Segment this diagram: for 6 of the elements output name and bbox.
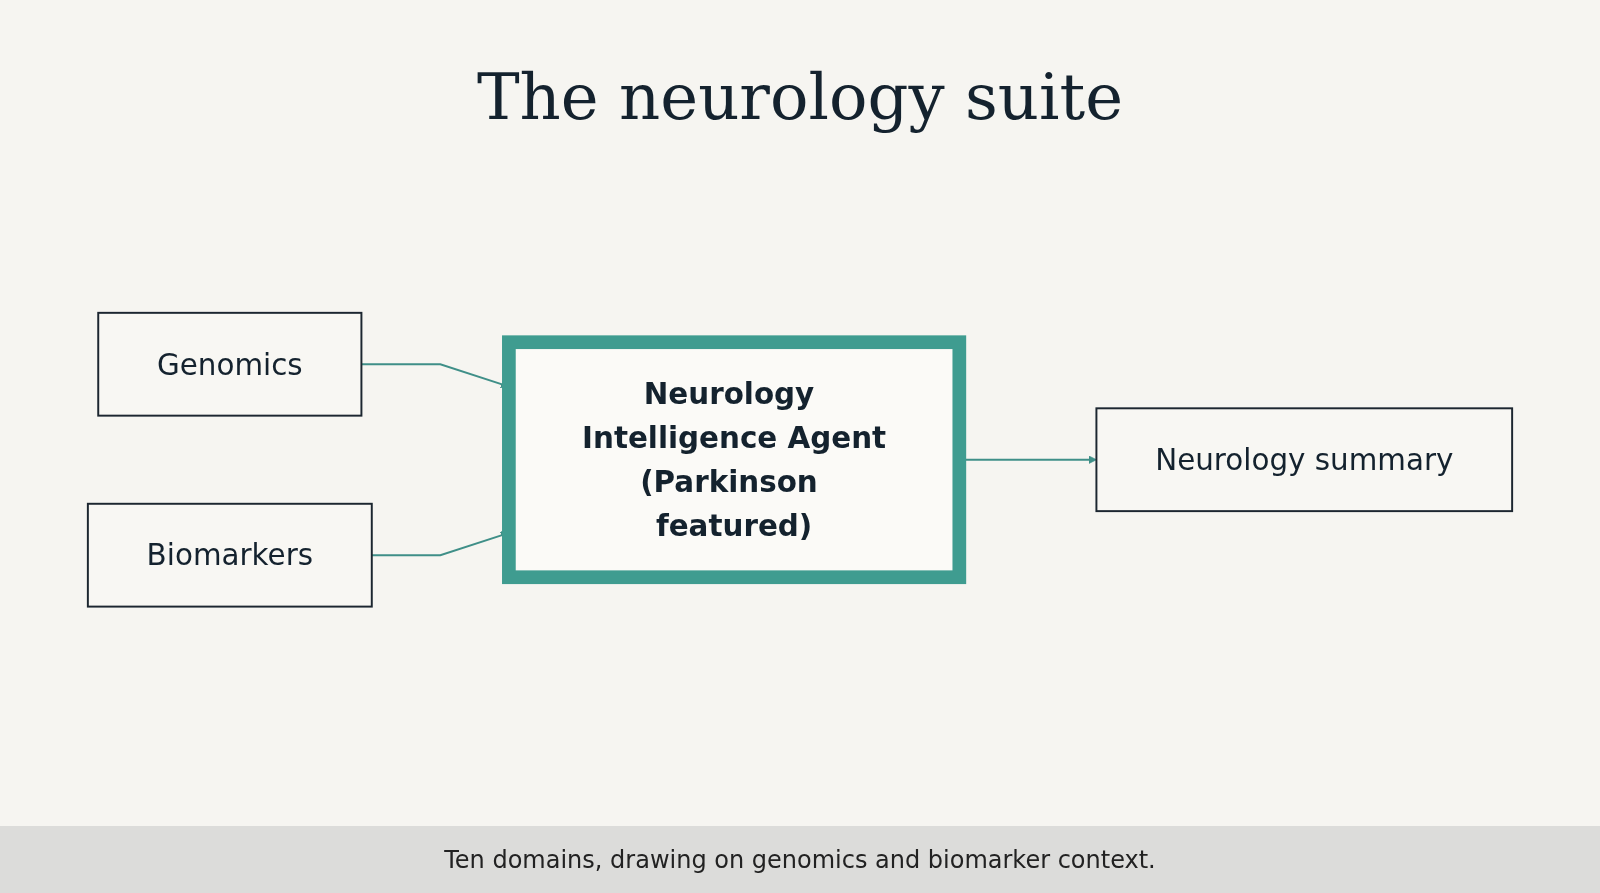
node-box: Biomarkers — [86, 503, 373, 608]
node-box: Neurology summary — [1095, 407, 1514, 513]
node-box: Neurology Intelligence Agent (Parkinson featured) — [502, 335, 967, 585]
node-box: Genomics — [97, 312, 363, 417]
title: The neurology suite — [475, 60, 1125, 134]
caption: Ten domains, drawing on genomics and biomarker context. — [443, 846, 1157, 874]
